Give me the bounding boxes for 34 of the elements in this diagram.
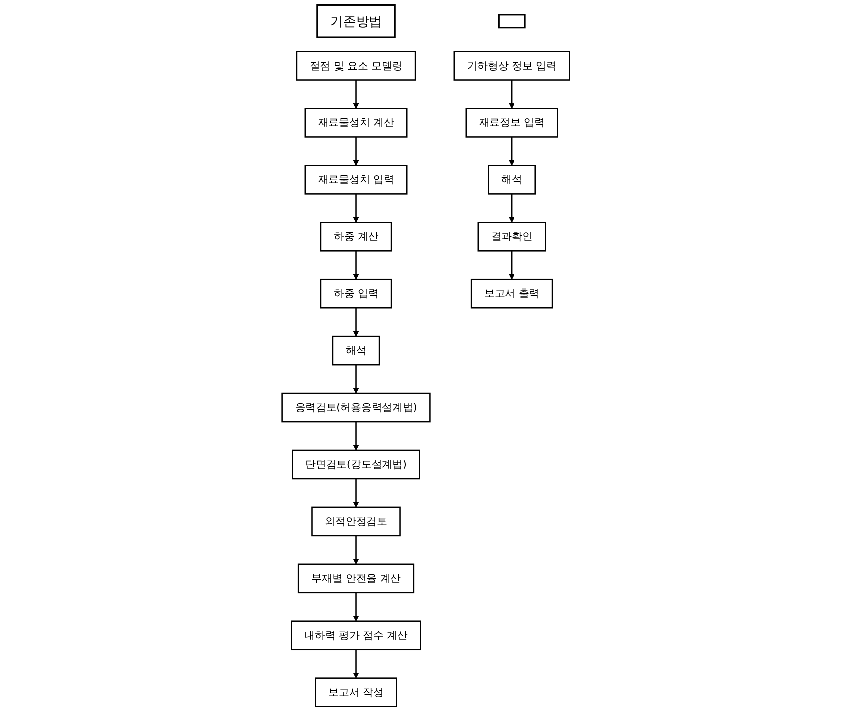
arrow [510,251,516,280]
arrow [354,251,360,280]
node-box: 기하형상 정보 입력 [454,51,571,81]
node-box [498,14,526,29]
node-box: 해석 [332,336,381,366]
node-box: 기존방법 [317,4,396,38]
node-box: 재료정보 입력 [466,108,559,138]
arrow [510,137,516,166]
node-box: 부재별 안전율 계산 [298,564,416,594]
arrow [354,308,360,337]
node-box: 하중 계산 [320,222,393,252]
node-box: 결과확인 [478,222,547,252]
node-box: 단면검토(강도설계법) [292,450,421,480]
arrow [354,536,360,565]
arrow [354,422,360,451]
node-box: 재료물성치 계산 [305,108,408,138]
node-box: 해석 [488,165,536,195]
node-box: 절점 및 요소 모델링 [296,51,417,81]
node-box: 외적안정검토 [312,506,402,537]
arrow [510,80,516,109]
arrow [354,80,360,109]
node-box: 내하력 평가 점수 계산 [292,620,422,650]
arrow [354,478,360,508]
arrow [510,194,516,223]
arrow [354,650,360,679]
node-box: 재료물성치 입력 [305,165,408,195]
node-box: 보고서 출력 [471,278,554,309]
arrow [354,194,360,223]
node-box: 보고서 작성 [316,678,398,708]
node-box: 하중 입력 [320,278,393,309]
arrow [354,137,360,166]
node-box: 응력검토(허용응력설계법) [282,392,432,423]
arrow [354,365,360,394]
arrow [354,592,360,622]
